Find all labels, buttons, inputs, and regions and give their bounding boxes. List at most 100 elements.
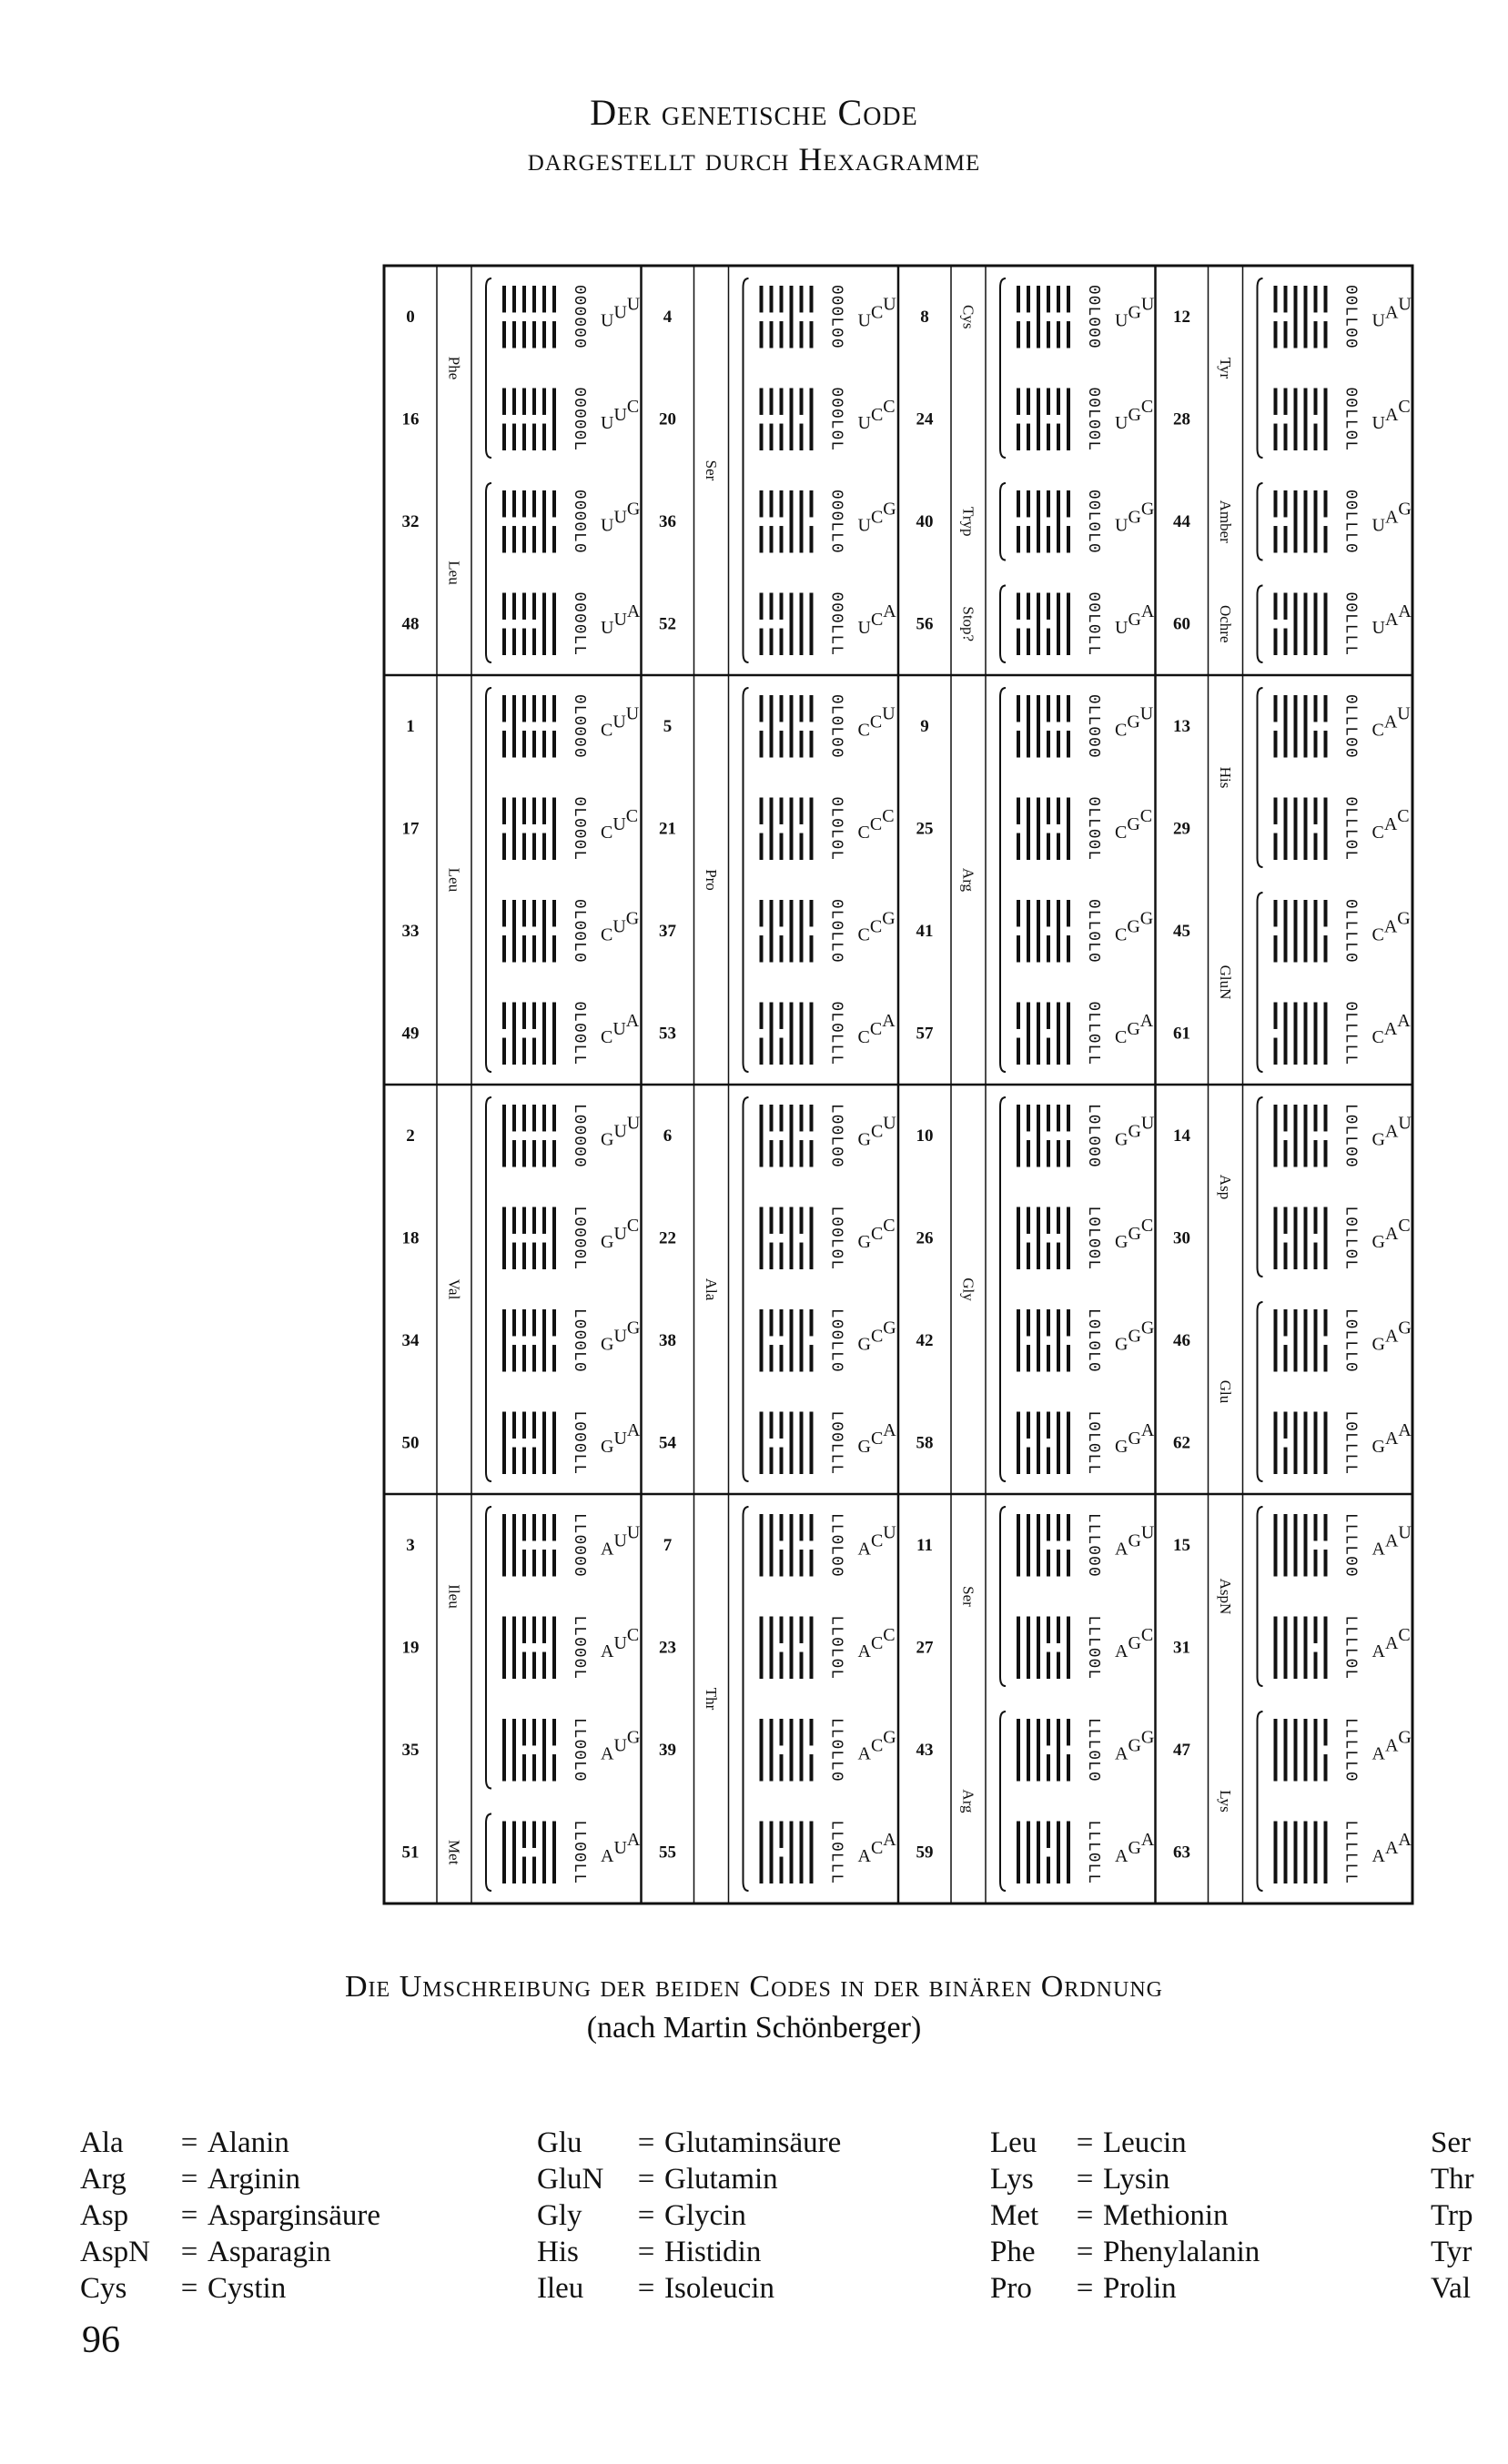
legend-abbreviation: Cys bbox=[80, 2272, 127, 2305]
codon-base-first: A bbox=[1372, 1539, 1386, 1559]
codon-base-third: U bbox=[1141, 1522, 1155, 1542]
codon-label: CCA bbox=[858, 1011, 896, 1047]
binary-code: LL00L0 bbox=[570, 1718, 588, 1782]
codon-number: 63 bbox=[1173, 1843, 1190, 1862]
codon-base-first: G bbox=[601, 1334, 613, 1354]
codon-base-first: G bbox=[601, 1437, 613, 1457]
codon-base-second: A bbox=[1385, 507, 1399, 527]
codon-group-brace bbox=[485, 1506, 492, 1790]
binary-code: L0L0LL bbox=[1084, 1410, 1102, 1475]
codon-base-first: A bbox=[1372, 1743, 1386, 1763]
binary-code: L0LLLL bbox=[1341, 1410, 1360, 1475]
amino-acid-label: Ileu bbox=[446, 1584, 463, 1609]
codon-label: UCU bbox=[858, 294, 897, 330]
codon-number: 44 bbox=[1173, 512, 1191, 531]
codon-number: 0 bbox=[406, 308, 415, 327]
codon-number: 6 bbox=[663, 1126, 673, 1146]
legend-equals: = bbox=[180, 2126, 198, 2159]
binary-code: L0000L bbox=[570, 1206, 588, 1270]
legend-amino-acid-name: Glycin bbox=[664, 2199, 746, 2232]
codon-group-brace bbox=[485, 687, 492, 1073]
codon-base-third: G bbox=[882, 908, 895, 928]
title-line-1: Der genetische Code bbox=[590, 92, 918, 133]
binary-code: LL0000 bbox=[570, 1513, 588, 1578]
codon-base-third: A bbox=[883, 1420, 896, 1440]
legend-abbreviation: Arg bbox=[80, 2163, 127, 2196]
codon-group-brace bbox=[485, 482, 492, 663]
codon-base-third: C bbox=[1398, 1625, 1410, 1645]
codon-base-second: U bbox=[612, 712, 626, 732]
codon-base-third: G bbox=[1141, 499, 1154, 519]
codon-base-first: A bbox=[1115, 1846, 1128, 1866]
codon-base-second: U bbox=[613, 1224, 627, 1244]
codon-base-second: C bbox=[871, 1121, 883, 1141]
codon-base-first: A bbox=[1372, 1846, 1386, 1866]
codon-group-brace bbox=[999, 1096, 1007, 1482]
caption-line-2: (nach Martin Schönberger) bbox=[586, 2011, 922, 2045]
amino-acid-label: AspN bbox=[1217, 1579, 1234, 1615]
codon-base-second: G bbox=[1128, 507, 1140, 527]
codon-base-second: U bbox=[612, 1019, 626, 1039]
codon-base-third: U bbox=[627, 1113, 641, 1133]
codon-base-first: G bbox=[858, 1232, 871, 1252]
binary-code: 0000L0 bbox=[570, 490, 588, 554]
codon-base-second: U bbox=[613, 1735, 627, 1755]
codon-number: 55 bbox=[659, 1843, 676, 1862]
codon-number: 31 bbox=[1173, 1638, 1190, 1657]
codon-base-third: C bbox=[627, 1216, 639, 1236]
amino-acid-label: Glu bbox=[1217, 1380, 1234, 1404]
codon-base-second: A bbox=[1385, 1429, 1399, 1449]
caption-line-1: Die Umschreibung der beiden Codes in der… bbox=[345, 1970, 1163, 2004]
codon-label: AAA bbox=[1372, 1830, 1412, 1866]
binary-code: 00000L bbox=[570, 387, 588, 451]
codon-number: 10 bbox=[916, 1126, 934, 1146]
codon-number: 25 bbox=[916, 819, 934, 838]
binary-code: 000000 bbox=[570, 285, 588, 349]
legend-amino-acid-name: Glutaminsäure bbox=[664, 2126, 842, 2159]
legend-amino-acid-name: Alanin bbox=[207, 2126, 289, 2159]
codon-label: UGU bbox=[1115, 294, 1155, 330]
codon-base-first: G bbox=[1372, 1334, 1385, 1354]
codon-label: AGG bbox=[1115, 1727, 1154, 1763]
codon-base-first: A bbox=[1115, 1743, 1128, 1763]
codon-number: 39 bbox=[659, 1741, 676, 1760]
binary-code: LLLL0L bbox=[1341, 1615, 1360, 1680]
codon-base-first: U bbox=[1372, 413, 1386, 433]
codon-base-second: G bbox=[1128, 405, 1140, 425]
codon-base-third: C bbox=[1397, 806, 1409, 826]
codon-group-brace bbox=[742, 1096, 749, 1482]
codon-label: GCC bbox=[858, 1216, 896, 1252]
codon-base-third: C bbox=[882, 806, 894, 826]
legend-abbreviation: Phe bbox=[990, 2236, 1036, 2268]
codon-base-third: A bbox=[627, 601, 641, 621]
codon-base-first: G bbox=[1372, 1232, 1385, 1252]
codon-base-first: C bbox=[858, 1027, 870, 1047]
binary-code: 00L00L bbox=[1084, 387, 1102, 451]
codon-label: CUA bbox=[601, 1011, 640, 1047]
codon-base-second: G bbox=[1128, 610, 1140, 630]
codon-label: GGG bbox=[1115, 1318, 1154, 1354]
codon-base-first: A bbox=[601, 1539, 614, 1559]
codon-base-first: C bbox=[601, 924, 612, 944]
codon-label: UAA bbox=[1372, 601, 1412, 638]
binary-code: L000L0 bbox=[570, 1308, 588, 1373]
codon-base-first: U bbox=[1115, 618, 1128, 638]
binary-code: 00L0LL bbox=[1084, 591, 1102, 656]
binary-code: L0LL0L bbox=[1341, 1206, 1360, 1270]
binary-code: LL0LL0 bbox=[827, 1718, 845, 1782]
codon-base-first: A bbox=[1115, 1641, 1128, 1661]
codon-number: 23 bbox=[659, 1638, 676, 1657]
amino-acid-label: Ochre bbox=[1217, 605, 1234, 643]
codon-number: 1 bbox=[406, 717, 415, 736]
binary-code: 0LL00L bbox=[1084, 796, 1102, 861]
binary-code: L0L00L bbox=[1084, 1206, 1102, 1270]
codon-group-brace bbox=[1256, 892, 1263, 1073]
binary-code: 0LL000 bbox=[1084, 694, 1102, 759]
legend-abbreviation: AspN bbox=[80, 2236, 151, 2268]
codon-base-third: U bbox=[883, 1522, 896, 1542]
codon-label: GAU bbox=[1372, 1113, 1412, 1149]
codon-label: CAG bbox=[1372, 908, 1411, 944]
codon-base-first: G bbox=[1372, 1129, 1385, 1149]
binary-code: 0LLL00 bbox=[1341, 694, 1360, 759]
